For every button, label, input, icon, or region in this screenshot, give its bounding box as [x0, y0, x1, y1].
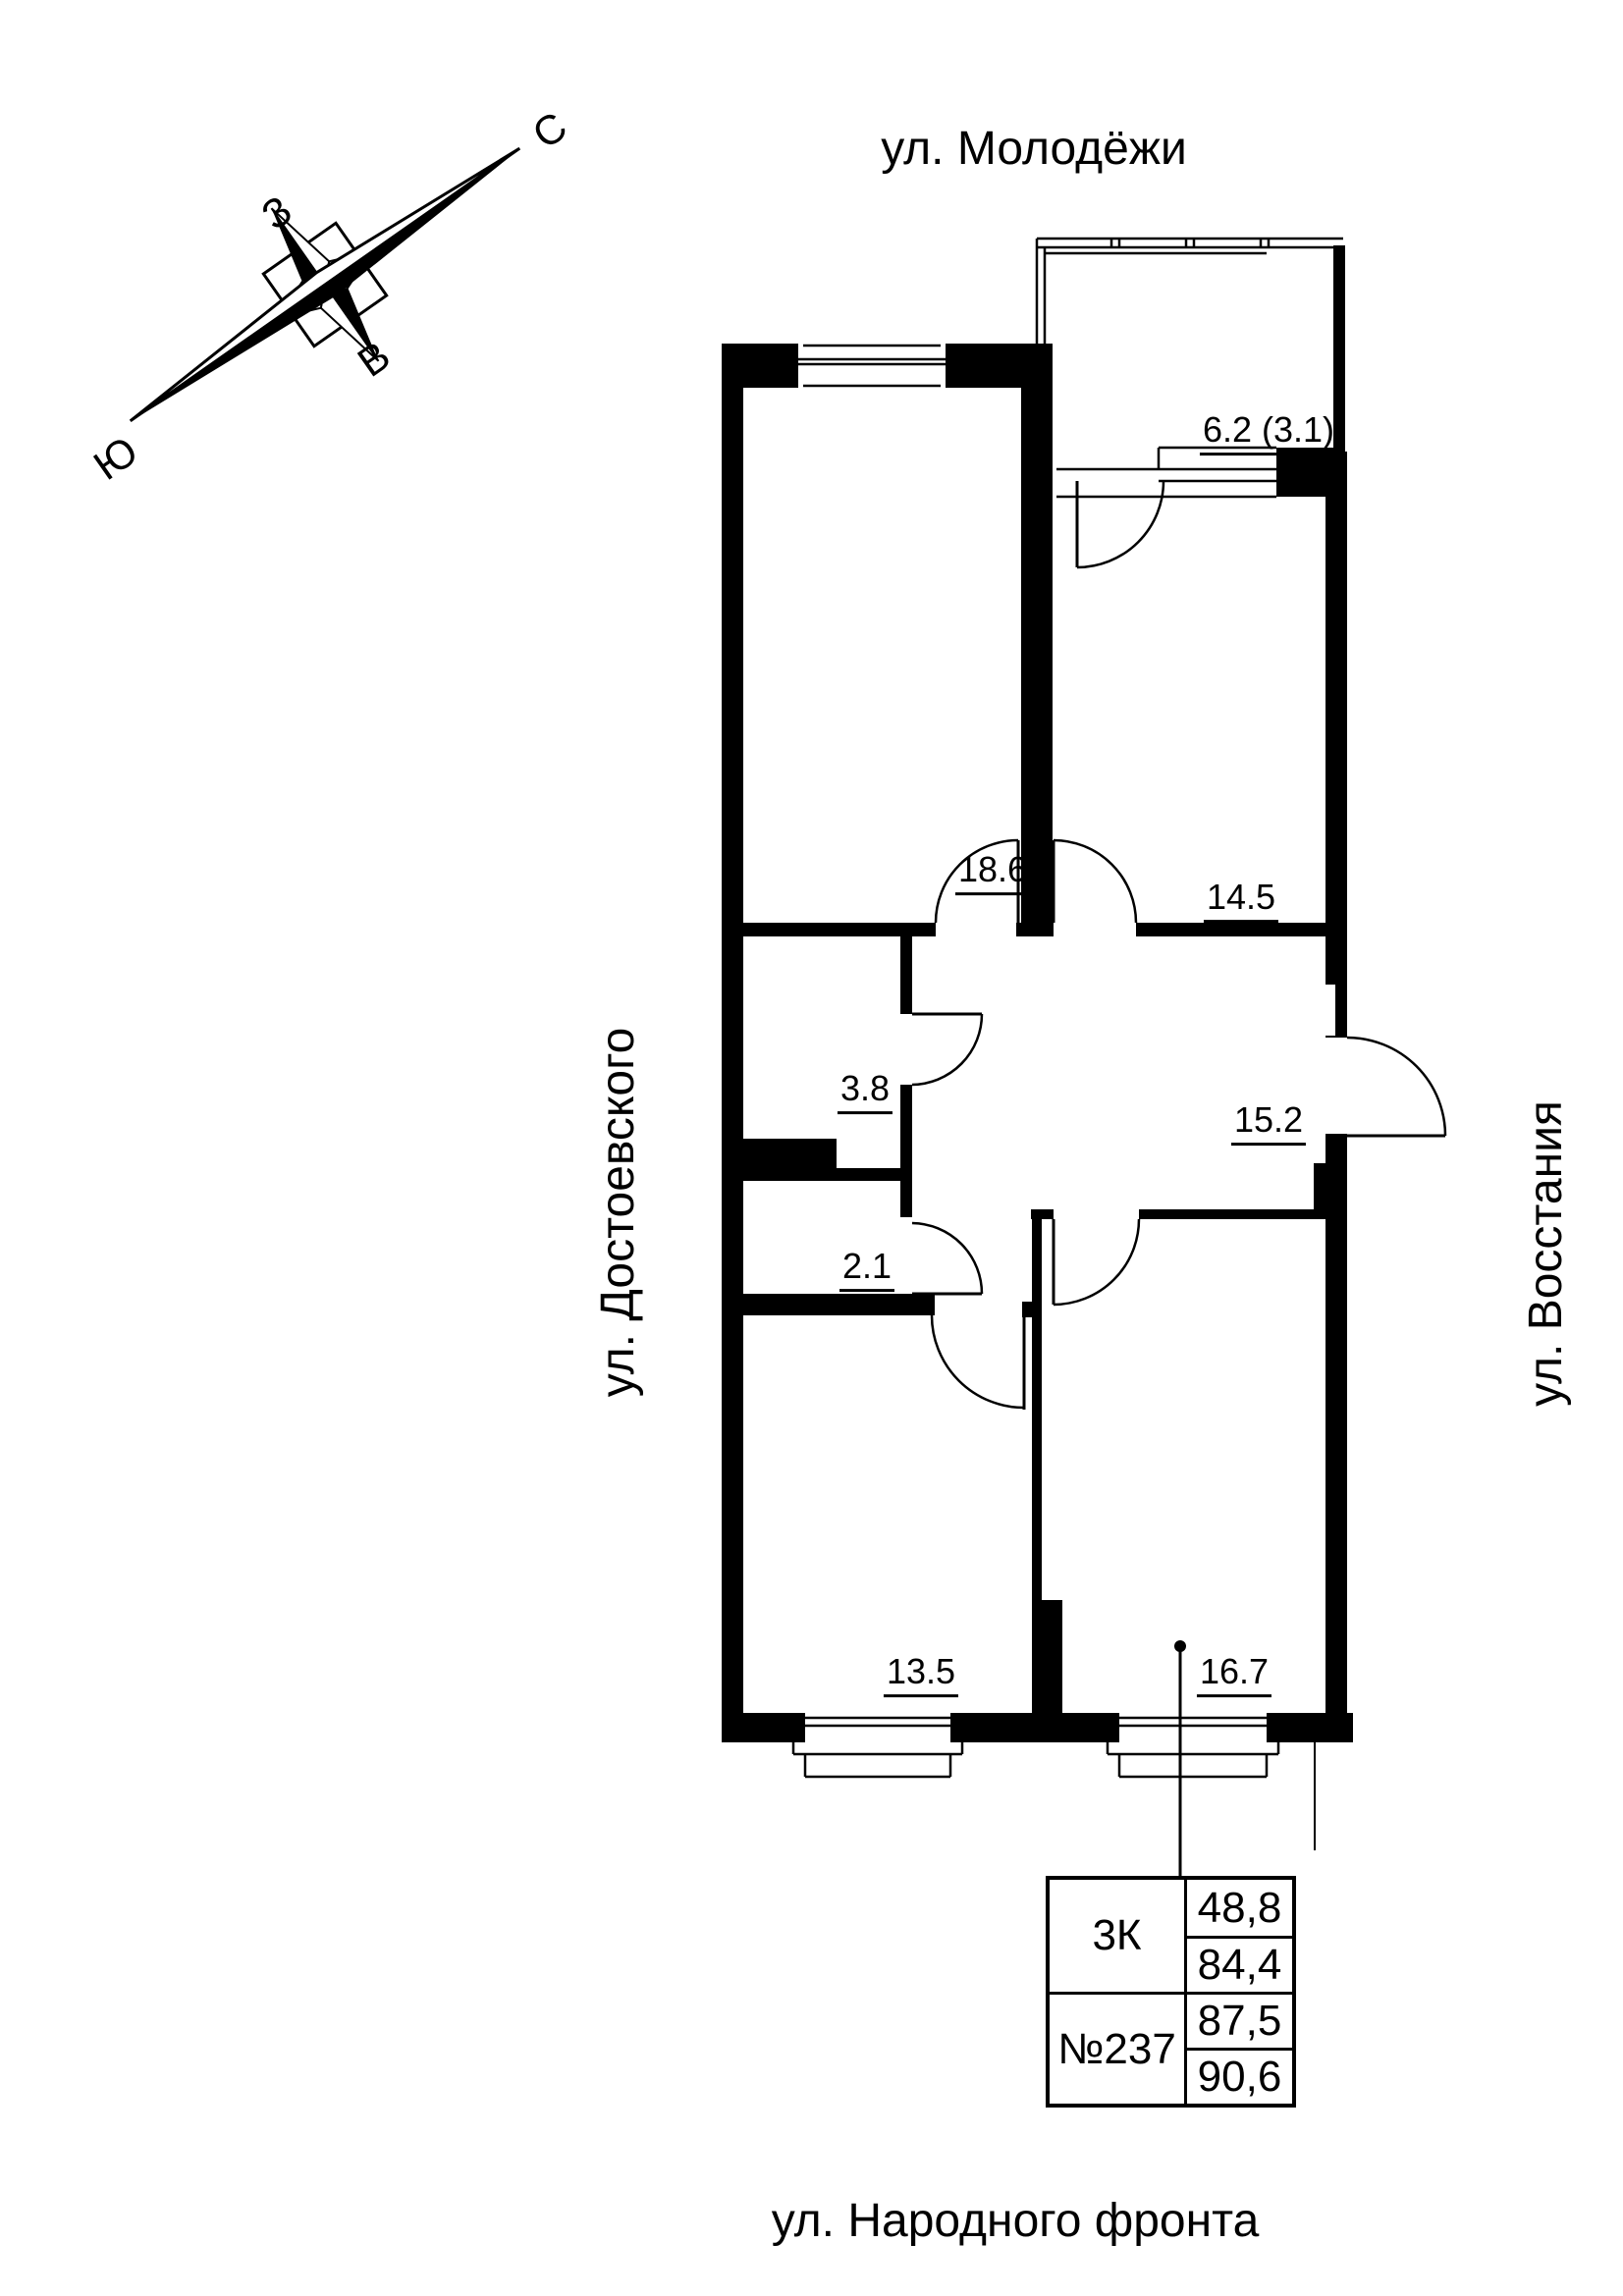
street-label-left: ул. Достоевского	[591, 1027, 644, 1398]
compass-rose-icon	[129, 146, 521, 423]
door-bedroom1	[1052, 838, 1138, 924]
exterior-walls	[722, 344, 1353, 1742]
balcony-outline	[1035, 237, 1343, 499]
apartment-number: №237	[1050, 1992, 1184, 2104]
door-bathroom	[911, 1012, 984, 1087]
street-label-right: ул. Восстания	[1519, 1100, 1572, 1407]
door-living	[934, 838, 1020, 924]
room-label-bedroom2: 13.5	[883, 1651, 959, 1698]
balcony-walls	[1021, 245, 1345, 497]
window-bottom-left	[791, 1716, 964, 1779]
room-label-kitchen: 16.7	[1196, 1651, 1272, 1698]
wall-notch	[1325, 985, 1335, 1036]
area-living: 48,8	[1184, 1880, 1292, 1936]
area-reduced-total: 87,5	[1184, 1992, 1292, 2048]
window-top	[798, 344, 946, 388]
apartment-info-table: 3К 48,8 84,4 №237 87,5 90,6	[1046, 1876, 1296, 2108]
door-wc	[911, 1221, 984, 1296]
door-kitchen	[1052, 1218, 1141, 1307]
room-label-bedroom1: 14.5	[1203, 877, 1279, 924]
area-apartment: 84,4	[1184, 1936, 1292, 1992]
area-total: 90,6	[1184, 2048, 1292, 2104]
room-label-balcony: 6.2 (3.1)	[1199, 409, 1338, 456]
street-label-top: ул. Молодёжи	[881, 122, 1187, 175]
room-label-hall: 15.2	[1230, 1099, 1307, 1147]
door-balcony	[1075, 480, 1165, 569]
room-label-living: 18.6	[954, 849, 1031, 896]
room-label-bathroom: 3.8	[837, 1068, 893, 1115]
apartment-type: 3К	[1092, 1911, 1142, 1959]
street-label-bottom: ул. Народного фронта	[771, 2194, 1260, 2247]
door-entrance	[1346, 1036, 1447, 1138]
window-bottom-right	[1106, 1716, 1280, 1779]
door-bedroom2	[930, 1314, 1026, 1410]
room-label-wc: 2.1	[839, 1246, 895, 1293]
interior-walls	[743, 388, 1325, 1713]
leader-line	[1174, 1640, 1186, 1876]
